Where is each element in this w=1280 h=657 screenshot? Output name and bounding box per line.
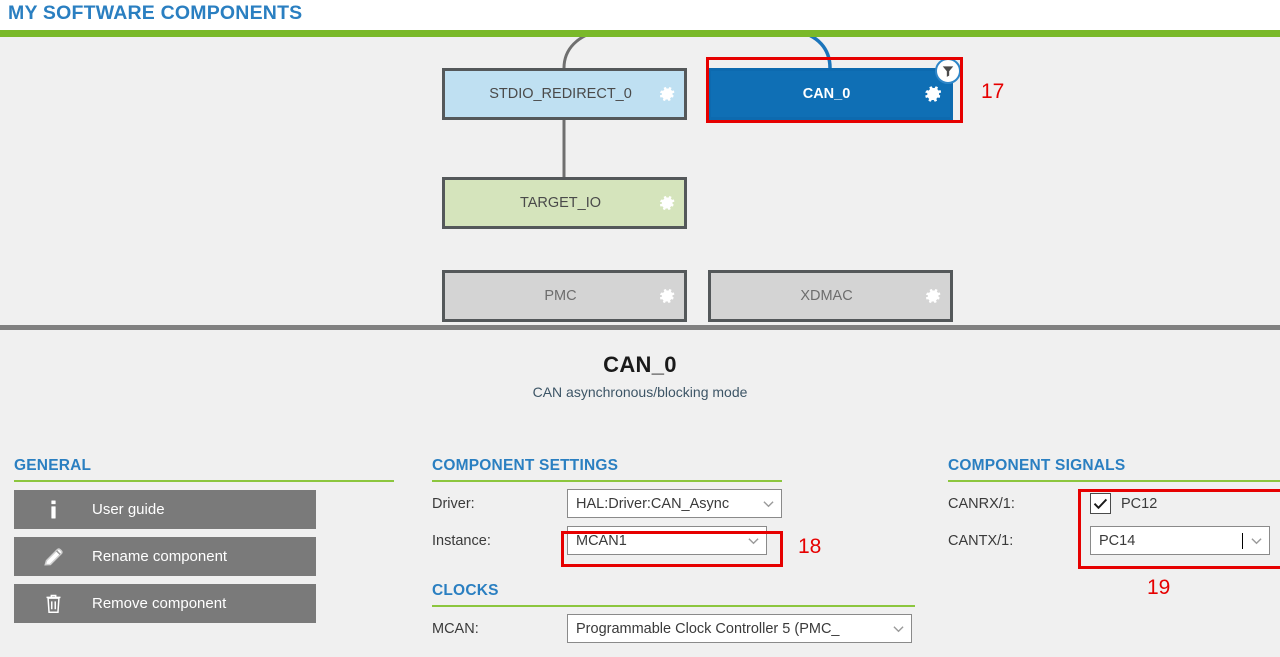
instance-row: Instance: MCAN1 [432, 525, 915, 556]
cantx-select[interactable]: PC14 [1090, 526, 1270, 555]
chevron-down-icon [885, 625, 911, 633]
general-underline [14, 480, 394, 482]
connector-lines [562, 37, 832, 177]
mcan-label: MCAN: [432, 620, 479, 637]
canrx-checkbox-group[interactable]: PC12 [1090, 489, 1157, 518]
annotation-number-17: 17 [981, 80, 1005, 103]
component-signals-section: COMPONENT SIGNALS CANRX/1: PC12 CANTX/1:… [948, 457, 1280, 556]
general-title: GENERAL [14, 457, 92, 474]
driver-row: Driver: HAL:Driver:CAN_Async [432, 488, 915, 519]
info-icon [14, 500, 92, 519]
block-label: TARGET_IO [519, 195, 602, 211]
driver-select[interactable]: HAL:Driver:CAN_Async [567, 489, 782, 518]
clocks-underline [432, 605, 915, 607]
mcan-clock-select[interactable]: Programmable Clock Controller 5 (PMC_ [567, 614, 912, 643]
header-green-rule [0, 30, 1280, 37]
block-label: XDMAC [800, 288, 853, 304]
component-description: CAN asynchronous/blocking mode [532, 384, 748, 400]
block-label: CAN_0 [802, 86, 851, 102]
instance-label: Instance: [432, 532, 491, 549]
block-label: PMC [544, 288, 577, 304]
component-settings-underline [432, 480, 782, 482]
clocks-section: CLOCKS MCAN: Programmable Clock Controll… [432, 582, 915, 644]
button-label: User guide [92, 501, 165, 518]
gear-icon[interactable] [916, 83, 950, 105]
button-label: Rename component [92, 548, 228, 565]
block-pmc[interactable]: PMC [442, 270, 687, 322]
page-title: MY SOFTWARE COMPONENTS [8, 2, 303, 24]
text-caret [1242, 532, 1243, 549]
instance-value: MCAN1 [576, 532, 627, 549]
block-stdio-redirect-0[interactable]: STDIO_REDIRECT_0 [442, 68, 687, 120]
clocks-title: CLOCKS [432, 582, 499, 599]
component-header: CAN_0 CAN asynchronous/blocking mode [0, 352, 1280, 400]
gear-icon[interactable] [650, 84, 684, 104]
gear-icon[interactable] [650, 193, 684, 213]
driver-value: HAL:Driver:CAN_Async [576, 495, 730, 512]
driver-label: Driver: [432, 495, 475, 512]
general-section: GENERAL User guide Rename component [14, 457, 394, 623]
header-bar: MY SOFTWARE COMPONENTS [0, 0, 1280, 30]
component-name: CAN_0 [603, 352, 677, 377]
gear-icon[interactable] [916, 286, 950, 306]
cantx-value: PC14 [1099, 532, 1136, 549]
rename-component-button[interactable]: Rename component [14, 537, 316, 576]
remove-component-button[interactable]: Remove component [14, 584, 316, 623]
canrx-label: CANRX/1: [948, 495, 1015, 512]
annotation-number-18: 18 [798, 535, 822, 558]
chevron-down-icon [755, 500, 781, 508]
mcan-clock-value: Programmable Clock Controller 5 (PMC_ [576, 620, 840, 637]
filter-icon[interactable] [935, 58, 961, 84]
component-signals-title: COMPONENT SIGNALS [948, 457, 1126, 474]
annotation-number-19: 19 [1147, 576, 1171, 599]
canrx-value: PC12 [1121, 495, 1158, 512]
canrx-checkbox[interactable] [1090, 493, 1111, 514]
gear-icon[interactable] [650, 286, 684, 306]
canrx-row: CANRX/1: PC12 [948, 488, 1280, 519]
block-target-io[interactable]: TARGET_IO [442, 177, 687, 229]
component-settings-section: COMPONENT SETTINGS Driver: HAL:Driver:CA… [432, 457, 915, 556]
pencil-icon [14, 545, 92, 568]
block-can-0[interactable]: CAN_0 [708, 68, 953, 120]
block-xdmac[interactable]: XDMAC [708, 270, 953, 322]
user-guide-button[interactable]: User guide [14, 490, 316, 529]
canvas-divider [0, 325, 1280, 330]
component-signals-underline [948, 480, 1280, 482]
chevron-down-icon [740, 537, 766, 545]
block-label: STDIO_REDIRECT_0 [489, 86, 632, 102]
mcan-clock-row: MCAN: Programmable Clock Controller 5 (P… [432, 613, 915, 644]
button-label: Remove component [92, 595, 227, 612]
component-canvas[interactable]: STDIO_REDIRECT_0 CAN_0 [0, 37, 1280, 322]
cantx-row: CANTX/1: PC14 [948, 525, 1280, 556]
instance-select[interactable]: MCAN1 [567, 526, 767, 555]
trash-icon [14, 592, 92, 615]
chevron-down-icon [1243, 537, 1269, 545]
cantx-label: CANTX/1: [948, 532, 1014, 549]
component-settings-title: COMPONENT SETTINGS [432, 457, 619, 474]
